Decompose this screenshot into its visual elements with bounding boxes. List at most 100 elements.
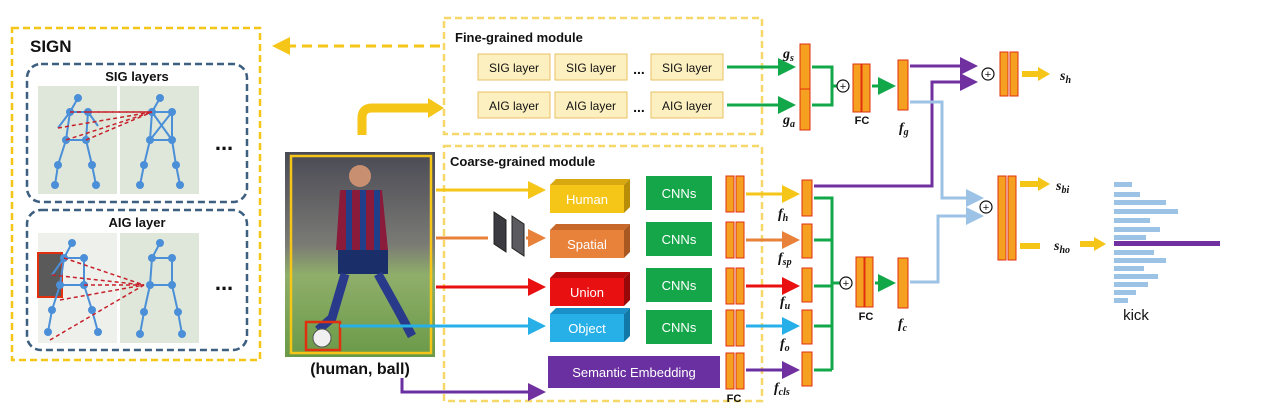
- cnn-box-object: [646, 310, 712, 344]
- sho-label: sho: [1053, 239, 1070, 256]
- coarse-feature-bars: [801, 179, 813, 387]
- fg-to-combined-arrow: [910, 100, 984, 207]
- sig-layer-box-1: [477, 53, 551, 81]
- sig-layer-box-3: [650, 53, 724, 81]
- aig-red-dashed-edges: [49, 257, 145, 341]
- fcls-label: fcls: [774, 381, 790, 398]
- aig-layer-title: AIG layer: [108, 215, 165, 230]
- sh-output-arrowhead: [1038, 67, 1050, 81]
- fu-feature-bar: [801, 267, 813, 303]
- sig-layer-label-3: SIG layer: [662, 61, 712, 75]
- sign-panel: SIGN SIG layers: [10, 26, 262, 362]
- gs-label: gs: [782, 47, 794, 64]
- hist-bar: [1114, 250, 1154, 255]
- fc-fine-bar-2: [861, 63, 871, 113]
- cnn-label-human: CNNs: [662, 186, 697, 201]
- ga-feature-bar: [799, 88, 811, 131]
- fh-to-sh-arrow: [814, 73, 978, 188]
- sh-label: sh: [1059, 69, 1071, 86]
- aig-layer-box-2: [554, 91, 628, 119]
- coarse-concat-plus: [839, 276, 853, 290]
- aig-layer-box-1: [477, 91, 551, 119]
- sig-layer-label-1: SIG layer: [489, 61, 539, 75]
- sign-title: SIGN: [30, 37, 72, 56]
- output-histogram: kick: [1114, 182, 1220, 324]
- input-caption: (human, ball): [310, 361, 410, 378]
- hist-bar: [1114, 218, 1150, 223]
- sig-skeleton-1: [51, 94, 100, 189]
- coarse-concat-plus-label: +: [843, 278, 849, 290]
- player-shorts: [338, 250, 388, 274]
- spatial-maps-icon: [493, 211, 525, 257]
- fu-label: fu: [780, 295, 791, 312]
- aig-row-ellipsis: ...: [633, 99, 645, 115]
- semantic-embedding-box: [548, 356, 720, 388]
- hist-bar: [1114, 290, 1136, 295]
- image-to-fine-arrow: [357, 103, 430, 135]
- fc-label: fc: [898, 317, 908, 334]
- sign-panel-border: [10, 26, 262, 362]
- sig-red-dashed-edges: [57, 111, 153, 141]
- union-stream-box: Union: [550, 272, 630, 306]
- aig-frame-2: [120, 233, 199, 343]
- fsp-label: fsp: [778, 251, 792, 268]
- aig-skeleton-2: [136, 239, 186, 338]
- fsp-feature-bar: [801, 223, 813, 259]
- combined-fc-bar-1: [997, 175, 1007, 261]
- semantic-embedding-label: Semantic Embedding: [572, 365, 696, 380]
- output-label: kick: [1123, 307, 1149, 324]
- sig-layer-box-2: [554, 53, 628, 81]
- sbi-label: sbi: [1055, 179, 1069, 196]
- sig-ellipsis: ...: [215, 130, 233, 155]
- hist-bar: [1114, 282, 1148, 287]
- fg-feature-bar: [897, 59, 909, 111]
- cnn-box-human: [646, 176, 712, 210]
- cnn-box-spatial: [646, 222, 712, 256]
- hist-bar: [1114, 227, 1160, 232]
- hist-bar: [1114, 182, 1132, 187]
- cnn-label-object: CNNs: [662, 320, 697, 335]
- gs-feature-bar: [799, 43, 811, 91]
- fg-label: fg: [899, 121, 909, 138]
- aig-layer-label-2: AIG layer: [566, 99, 616, 113]
- fine-module-title: Fine-grained module: [455, 30, 583, 45]
- human-bbox: [289, 154, 433, 355]
- fc-feature-bar: [897, 257, 909, 309]
- fc-coarse-bar-2: [864, 256, 874, 308]
- coarse-grained-module: Coarse-grained module Human Spatial: [340, 144, 764, 405]
- hist-bar: [1114, 235, 1146, 240]
- combined-concat-plus-label: +: [983, 202, 989, 214]
- spatial-stream-label: Spatial: [567, 237, 607, 252]
- human-stream-box: Human: [550, 179, 630, 213]
- object-stream-box: Object: [550, 308, 630, 342]
- fc-fine-bar-1: [852, 63, 862, 113]
- ball: [312, 328, 332, 348]
- stream-feature-bars: [725, 175, 745, 390]
- fo-label: fo: [780, 337, 790, 354]
- image-to-fine-arrowhead: [428, 98, 444, 118]
- fo-feature-bar: [801, 309, 813, 345]
- union-stream-label: Union: [570, 285, 604, 300]
- player-head: [349, 165, 371, 187]
- hist-bar: [1114, 209, 1178, 214]
- hist-bar-selected: [1114, 241, 1220, 246]
- object-stream-label: Object: [568, 321, 606, 336]
- sho-output-arrowhead: [1094, 237, 1106, 251]
- object-bbox: [304, 320, 342, 352]
- semantic-stream-arrow: [400, 378, 546, 401]
- hist-bar: [1114, 258, 1166, 263]
- sig-layers-box: [25, 62, 249, 204]
- coarse-merge-lines: [814, 196, 840, 372]
- sig-layers-title: SIG layers: [105, 69, 169, 84]
- spatial-stream-box: Spatial: [550, 224, 630, 258]
- hist-bar: [1114, 192, 1140, 197]
- combined-fc-bar-2: [1007, 175, 1017, 261]
- input-image: (human, ball): [285, 152, 435, 378]
- fc-fine-label: FC: [855, 115, 870, 127]
- sbi-output-arrowhead: [1038, 177, 1050, 191]
- fine-grained-module: Fine-grained module SIG layer SIG layer …: [442, 16, 764, 136]
- ga-label: ga: [782, 113, 795, 130]
- sig-row-ellipsis: ...: [633, 61, 645, 77]
- hist-bar: [1114, 200, 1166, 205]
